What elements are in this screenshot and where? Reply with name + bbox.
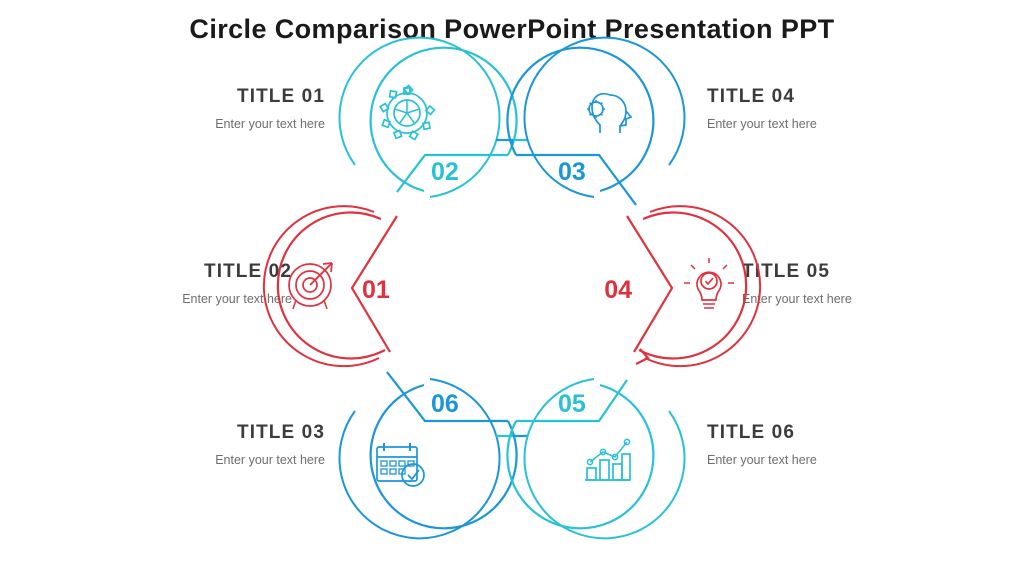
label-title-06: TITLE 06 xyxy=(707,422,795,443)
node-03-outer-ring xyxy=(523,36,686,198)
node-05[interactable]: 05 xyxy=(496,378,686,540)
target-icon xyxy=(288,262,333,310)
node-02[interactable]: 02 xyxy=(338,36,528,198)
label-title-03: TITLE 03 xyxy=(237,422,325,443)
label-title-01: TITLE 01 xyxy=(237,86,325,107)
node-06-number: 06 xyxy=(431,390,459,418)
label-subtitle-06: Enter your text here xyxy=(707,453,817,467)
label-block-title-06[interactable]: TITLE 06 Enter your text here xyxy=(707,422,957,467)
node-04-main-ring xyxy=(638,211,748,360)
node-01-wedge xyxy=(350,215,398,353)
node-05-connector xyxy=(496,428,514,438)
node-01-number: 01 xyxy=(362,276,390,304)
label-block-title-04[interactable]: TITLE 04 Enter your text here xyxy=(707,86,957,131)
label-block-title-03[interactable]: TITLE 03 Enter your text here xyxy=(75,422,325,467)
label-subtitle-01: Enter your text here xyxy=(215,117,325,131)
node-01[interactable]: 01 xyxy=(262,205,398,368)
gear-icon xyxy=(379,84,436,141)
node-02-outer-ring xyxy=(338,36,501,198)
node-03-number: 03 xyxy=(558,158,586,186)
label-subtitle-04: Enter your text here xyxy=(707,117,817,131)
node-01-main-ring xyxy=(276,211,386,360)
label-block-title-05[interactable]: TITLE 05 Enter your text here xyxy=(742,261,992,306)
node-02-main-ring xyxy=(369,46,518,193)
node-02-wedge xyxy=(396,153,508,193)
label-subtitle-03: Enter your text here xyxy=(215,453,325,467)
label-title-05: TITLE 05 xyxy=(742,261,830,282)
node-05-outer-ring xyxy=(523,378,686,540)
node-03-wedge xyxy=(516,153,637,206)
label-block-title-01[interactable]: TITLE 01 Enter your text here xyxy=(75,86,325,131)
bar-chart-icon xyxy=(585,438,631,481)
node-06-wedge xyxy=(386,371,508,423)
label-title-02: TITLE 02 xyxy=(204,261,292,282)
node-04-outer-ring xyxy=(644,205,762,368)
node-04-wedge xyxy=(626,215,674,353)
node-04-number: 04 xyxy=(604,276,632,304)
node-06-main-ring xyxy=(369,383,518,530)
calendar-icon xyxy=(376,443,425,487)
node-04[interactable]: 04 xyxy=(604,205,762,368)
node-06[interactable]: 06 xyxy=(338,371,528,540)
label-title-04: TITLE 04 xyxy=(707,86,795,107)
lightbulb-icon xyxy=(684,258,734,309)
head-gear-icon xyxy=(587,92,633,133)
node-01-outer-ring xyxy=(262,205,380,368)
label-subtitle-05: Enter your text here xyxy=(742,292,852,306)
node-05-main-ring xyxy=(506,383,655,530)
node-03-main-ring xyxy=(506,46,655,193)
node-05-number: 05 xyxy=(558,390,586,418)
node-03-connector xyxy=(496,138,514,148)
node-06-outer-ring xyxy=(338,378,501,540)
node-04-connector xyxy=(635,348,650,365)
page-title: Circle Comparison PowerPoint Presentatio… xyxy=(189,14,835,44)
node-02-number: 02 xyxy=(431,158,459,186)
node-03[interactable]: 03 xyxy=(496,36,686,206)
node-05-wedge xyxy=(516,379,628,423)
